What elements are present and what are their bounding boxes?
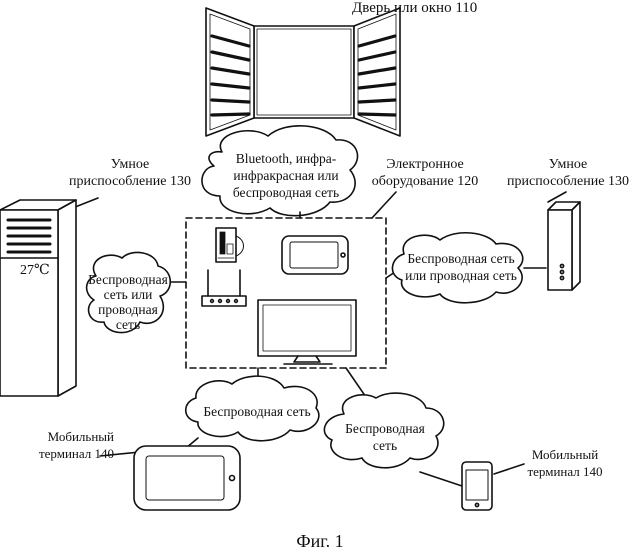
cloud-bottom-right-line1: Беспроводная <box>330 420 440 437</box>
mobile-phone-icon <box>462 462 492 510</box>
window-icon <box>206 8 400 136</box>
cloud-left-line4: сеть <box>88 317 168 332</box>
label-mobile-left-line2: терминал 140 <box>10 445 114 462</box>
label-smart-device-right-line2: приспособление 130 <box>498 173 638 190</box>
cloud-top-line2: инфракрасная или <box>216 167 356 184</box>
label-door-window: Дверь или окно 110 <box>352 0 477 17</box>
smart-speaker-icon <box>548 202 580 290</box>
cloud-right-text: Беспроводная сеть или проводная сеть <box>396 250 526 284</box>
air-conditioner-display: 27℃ <box>20 262 50 279</box>
connector-smart-right <box>548 192 566 202</box>
label-smart-device-left: Умное приспособление 130 <box>60 156 200 190</box>
figure-caption: Фиг. 1 <box>270 530 370 552</box>
tablet-icon <box>282 236 348 274</box>
connector-mobile-right-cloud <box>420 472 462 486</box>
cloud-right-line2: или проводная сеть <box>396 267 526 284</box>
cloud-bottom-right-text: Беспроводная сеть <box>330 420 440 454</box>
connector-equipment-label <box>372 192 396 218</box>
cloud-right-line1: Беспроводная сеть <box>396 250 526 267</box>
cloud-bottom-left-line1: Беспроводная сеть <box>194 403 320 420</box>
cloud-bottom-right-line2: сеть <box>330 437 440 454</box>
label-mobile-right-line2: терминал 140 <box>510 463 620 480</box>
cloud-top-line3: беспроводная сеть <box>216 184 356 201</box>
label-mobile-right-line1: Мобильный <box>510 446 620 463</box>
label-electronic-equipment-line1: Электронное <box>360 156 490 173</box>
label-smart-device-left-line1: Умное <box>60 156 200 173</box>
cloud-left-line2: сеть или <box>88 287 168 302</box>
label-smart-device-left-line2: приспособление 130 <box>60 173 200 190</box>
label-electronic-equipment-line2: оборудование 120 <box>360 173 490 190</box>
label-electronic-equipment: Электронное оборудование 120 <box>360 156 490 190</box>
mobile-tablet-icon <box>134 446 240 510</box>
label-mobile-left-line1: Мобильный <box>10 428 114 445</box>
label-mobile-left: Мобильный терминал 140 <box>10 428 114 462</box>
television-icon <box>258 300 356 364</box>
cloud-left-text: Беспроводная сеть или проводная сеть <box>88 272 168 332</box>
label-smart-device-right: Умное приспособление 130 <box>498 156 638 190</box>
cloud-bottom-left-text: Беспроводная сеть <box>194 403 320 420</box>
label-mobile-right: Мобильный терминал 140 <box>510 446 620 480</box>
cloud-left-line3: проводная <box>88 302 168 317</box>
air-conditioner-icon <box>0 200 76 396</box>
cloud-top-text: Bluetooth, инфра- инфракрасная или беспр… <box>216 150 356 201</box>
label-smart-device-right-line1: Умное <box>498 156 638 173</box>
cloud-left-line1: Беспроводная <box>88 272 168 287</box>
router-icon <box>202 228 246 306</box>
cloud-top-line1: Bluetooth, инфра- <box>216 150 356 167</box>
